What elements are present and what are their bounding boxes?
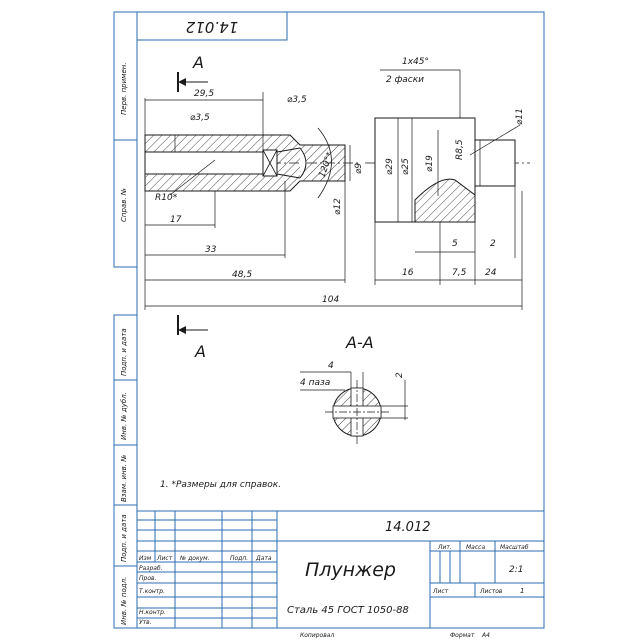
tb-format-value: А4 bbox=[481, 632, 490, 639]
tb-format: Формат bbox=[450, 632, 475, 639]
tb-massa: Масса bbox=[466, 544, 485, 551]
dim-phi29: ⌀29 bbox=[385, 158, 395, 175]
tb-h-data: Дата bbox=[255, 555, 272, 562]
side-label-inv-podl: Инв. № подл. bbox=[120, 577, 128, 625]
head-hatched bbox=[414, 178, 476, 223]
tb-scale-value: 2:1 bbox=[509, 565, 523, 575]
tb-list: Лист bbox=[432, 588, 449, 595]
dim-17: 17 bbox=[170, 215, 182, 225]
tb-nkontr: Н.контр. bbox=[139, 609, 166, 616]
side-label-podp-data-top: Подп. и дата bbox=[120, 328, 128, 376]
tb-listov-value: 1 bbox=[520, 587, 524, 595]
title-block-part-name: Плунжер bbox=[305, 559, 396, 581]
tb-utv: Утв. bbox=[139, 619, 152, 626]
plunger-cone bbox=[299, 147, 307, 179]
title-block bbox=[136, 510, 545, 629]
tb-tkontr: Т.контр. bbox=[139, 588, 165, 595]
tb-razrab: Разраб. bbox=[139, 565, 163, 572]
top-number-box bbox=[136, 11, 288, 41]
side-label-podp-data-bottom: Подп. и дата bbox=[120, 514, 128, 562]
dim-r10: R10* bbox=[155, 193, 178, 203]
head-shank bbox=[474, 139, 516, 187]
plunger-bore bbox=[144, 151, 264, 175]
section-view bbox=[325, 380, 390, 444]
top-number-rotated: 14.012 bbox=[186, 18, 239, 36]
dim-chamfer: 1х45° bbox=[402, 57, 429, 67]
side-label-sprav: Справ. № bbox=[120, 188, 128, 222]
section-letter-top: A bbox=[192, 53, 204, 72]
section-title: А-А bbox=[345, 333, 374, 352]
tb-prov: Пров. bbox=[139, 575, 157, 582]
dim-104: 104 bbox=[322, 295, 339, 305]
side-label-perv-primen: Перв. примен. bbox=[120, 62, 128, 115]
section-dim-4: 4 bbox=[328, 361, 334, 371]
drawing-note: 1. *Размеры для справок. bbox=[160, 480, 281, 490]
plunger-view bbox=[144, 127, 360, 199]
side-label-vzam-inv: Взам. инв. № bbox=[120, 454, 128, 502]
title-block-material: Сталь 45 ГОСТ 1050-88 bbox=[287, 605, 409, 616]
section-letter-bottom: A bbox=[194, 342, 206, 361]
dim-phi9: ⌀9 bbox=[354, 163, 364, 174]
section-dim-4-paza: 4 паза bbox=[300, 378, 330, 388]
tb-h-list: Лист bbox=[156, 555, 173, 562]
dim-r8-5: R8,5 bbox=[455, 139, 465, 160]
dim-7-5: 7,5 bbox=[452, 268, 467, 278]
dimension-lines bbox=[144, 92, 523, 310]
side-strip-lower bbox=[113, 314, 138, 629]
dim-48-5: 48,5 bbox=[232, 270, 252, 280]
dim-33: 33 bbox=[205, 245, 217, 255]
dim-2: 2 bbox=[490, 239, 496, 249]
dim-5: 5 bbox=[452, 239, 458, 249]
dim-phi12: ⌀12 bbox=[333, 198, 343, 215]
sheet-frame bbox=[136, 11, 545, 629]
title-block-number: 14.012 bbox=[385, 520, 431, 535]
dim-24: 24 bbox=[485, 268, 497, 278]
dim-29-5: 29,5 bbox=[194, 89, 214, 99]
tb-lit: Лит. bbox=[437, 544, 452, 551]
section-dim-2: 2 bbox=[395, 372, 405, 378]
tb-h-izm: Изм bbox=[139, 555, 152, 562]
dim-16: 16 bbox=[402, 268, 414, 278]
head-view bbox=[365, 117, 530, 223]
dim-phi3-5-a: ⌀3,5 bbox=[190, 113, 210, 123]
tb-kopiroval: Копировал bbox=[300, 632, 334, 639]
tb-masshtab: Масштаб bbox=[500, 544, 529, 551]
dim-phi25: ⌀25 bbox=[401, 158, 411, 175]
dim-chamfer-note: 2 фаски bbox=[386, 75, 424, 85]
dim-phi19: ⌀19 bbox=[425, 155, 435, 172]
dim-phi11: ⌀11 bbox=[515, 108, 525, 125]
side-label-inv-dubl: Инв. № дубл. bbox=[120, 392, 128, 440]
tb-listov: Листов bbox=[479, 588, 503, 595]
tb-h-podp: Подп. bbox=[230, 555, 248, 562]
dim-phi3-5-b: ⌀3,5 bbox=[287, 95, 307, 105]
tb-h-docnum: № докум. bbox=[179, 555, 210, 562]
